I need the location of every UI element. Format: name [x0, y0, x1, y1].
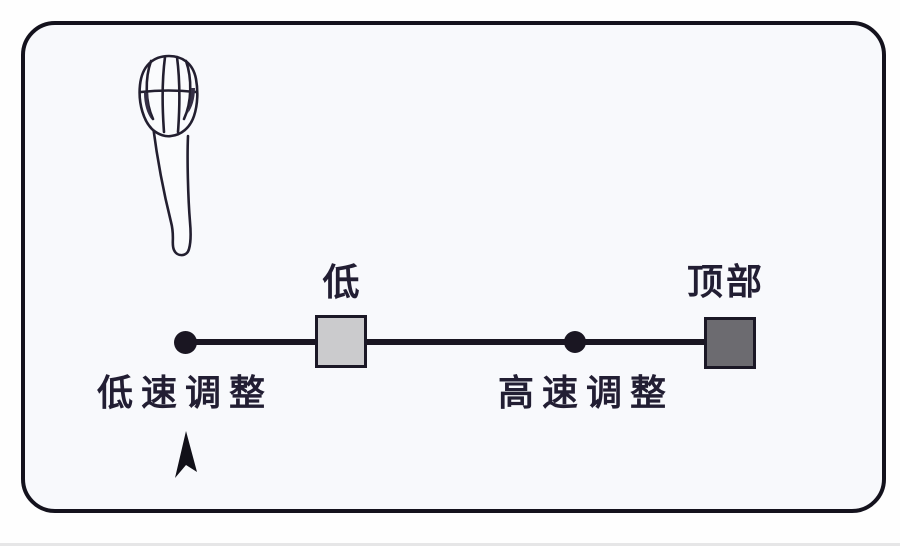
- top-limit-square: [704, 317, 756, 369]
- low-speed-adjust-label: 低速调整: [97, 372, 274, 413]
- pointer-arrow-icon: [175, 431, 197, 478]
- high-speed-adjust-label: 高速调整: [498, 372, 675, 413]
- top-limit-label: 顶部: [686, 261, 765, 302]
- low-end-dot: [174, 331, 197, 354]
- adjustment-track-line: [185, 339, 705, 345]
- shift-lever-icon: [138, 54, 199, 257]
- bottom-edge-strip: [0, 543, 900, 546]
- high-end-dot: [564, 331, 586, 353]
- low-limit-square: [315, 315, 367, 368]
- low-limit-label: 低: [322, 262, 360, 303]
